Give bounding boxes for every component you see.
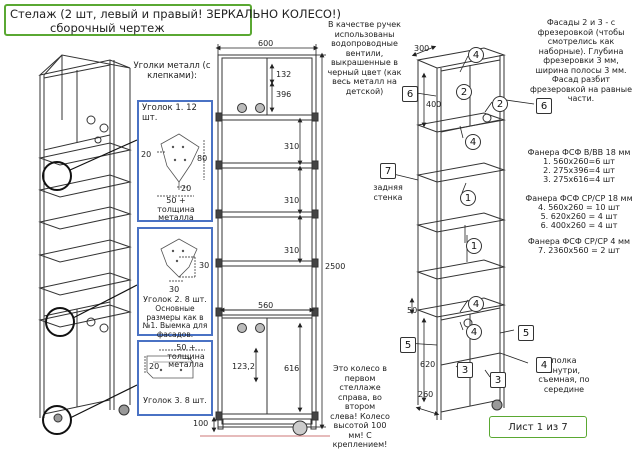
handles-note: В качестве ручек использованы водопровод…	[327, 20, 402, 96]
left-iso-shelf	[38, 54, 132, 418]
dim-560: 560	[258, 301, 274, 310]
detail-box-2: 30 30 Уголок 2. 8 шт. Основные размеры к…	[137, 227, 213, 339]
mat-g3-title: Фанера ФСФ СР/СР 4 мм	[527, 237, 631, 246]
detail-box-1: Уголок 1. 12 шт. 20 80 20 50 + толщина м…	[137, 100, 213, 222]
d2-dim-30b: 30	[169, 285, 180, 294]
detail-circle-2	[45, 307, 75, 337]
front-wheel	[292, 420, 308, 436]
materials-group-1: Фанера ФСФ В/ВВ 18 мм 1. 560x260=6 шт 2.…	[520, 148, 638, 184]
detail-leaders	[69, 139, 138, 419]
callout-leaders	[384, 55, 535, 378]
front-elevation	[215, 54, 319, 430]
d1-dim-50: 50 + толщина металла	[149, 196, 203, 223]
callout-12: 5	[400, 337, 416, 353]
wheel-note: Это колесо в первом стеллаже справа, во …	[330, 364, 390, 449]
d1-dim-20a: 20	[141, 150, 152, 159]
dim-600: 600	[258, 39, 274, 48]
dim-132: 132	[276, 70, 292, 79]
detail-circle-3	[42, 405, 72, 435]
detail-1-title: Уголок 1. 12 шт.	[142, 103, 197, 123]
d1-dim-80: 80	[197, 154, 208, 163]
front-dim-lines	[211, 44, 326, 433]
dim-310b: 310	[284, 196, 300, 205]
dim-2500: 2500	[325, 262, 346, 271]
facades-note: Фасады 2 и 3 - с фрезеровкой (чтобы смот…	[529, 18, 632, 103]
callout-1: 4	[468, 47, 484, 63]
back-wall-note: задняя стенка	[373, 183, 403, 202]
mat-g2-item-2: 5. 620x260 = 4 шт	[540, 212, 618, 221]
d1-dim-thickness: толщина	[157, 204, 195, 214]
detail-circle-1	[42, 161, 72, 191]
mat-g3-item-1: 7. 2360x560 = 2 шт	[538, 246, 620, 255]
mat-g2-item-1: 4. 560x260 = 10 шт	[538, 203, 620, 212]
title-line2: сборочный чертеж	[50, 21, 165, 35]
callout-8: 1	[460, 190, 476, 206]
left-wheel	[53, 404, 130, 423]
mat-g2-item-3: 6. 400x260 = 4 шт	[540, 221, 618, 230]
d1-dim-50-text: 50 +	[166, 196, 186, 205]
callout-7: 7	[380, 163, 396, 179]
bracket-2-drawing	[160, 238, 198, 282]
dim-310a: 310	[284, 142, 300, 151]
detail-2-title: Уголок 2. 8 шт.	[143, 295, 207, 304]
dim-iso-260: 260	[418, 390, 434, 399]
dim-iso-620: 620	[420, 360, 436, 369]
callout-10: 4	[468, 296, 484, 312]
dim-616: 616	[284, 364, 300, 373]
mat-g1-item-1: 1. 560x260=6 шт	[543, 157, 615, 166]
callout-6: 4	[465, 134, 481, 150]
detail-2-text: Основные размеры как в №1. Выемка для фа…	[142, 304, 208, 339]
corners-note: Уголки металл (с клепками):	[133, 61, 211, 81]
title-box: Стелаж (2 шт, левый и правый! ЗЕРКАЛЬНО …	[4, 4, 342, 36]
callout-9: 1	[466, 238, 482, 254]
d3-dim-thickness: толщина	[167, 351, 205, 361]
callout-5: 6	[536, 98, 552, 114]
d3-dim-50-text: 50 +	[176, 343, 196, 352]
right-dim-lines	[409, 45, 440, 416]
materials-group-2: Фанера ФСФ СР/СР 18 мм 4. 560x260 = 10 ш…	[520, 194, 638, 230]
mat-g1-item-2: 2. 275x396=4 шт	[543, 166, 615, 175]
mat-g2-title: Фанера ФСФ СР/СР 18 мм	[525, 194, 633, 203]
callout-13: 5	[518, 325, 534, 341]
callout-16: 4	[536, 357, 552, 373]
detail-box-3: 50 + толщина металла 20 Уголок 3. 8 шт.	[137, 340, 213, 416]
right-wheel	[491, 399, 503, 411]
dim-iso-300: 300	[414, 44, 430, 53]
dim-123-2: 123,2	[232, 362, 255, 371]
detail-3-title: Уголок 3. 8 шт.	[143, 396, 207, 405]
materials-group-3: Фанера ФСФ СР/СР 4 мм 7. 2360x560 = 2 шт	[520, 237, 638, 255]
shelf-inside-note: полка внутри, съемная, по середине	[538, 356, 590, 394]
dim-100: 100	[193, 419, 209, 428]
callout-4: 6	[402, 86, 418, 102]
dim-396: 396	[276, 90, 292, 99]
d1-dim-metal: металла	[158, 213, 194, 222]
mat-g1-title: Фанера ФСФ В/ВВ 18 мм	[527, 148, 631, 157]
callout-3: 2	[492, 96, 508, 112]
callout-11: 4	[466, 324, 482, 340]
dim-310c: 310	[284, 246, 300, 255]
sheet-label: Лист 1 из 7	[489, 416, 587, 438]
title-line1: Стелаж (2 шт, левый и правый! ЗЕРКАЛЬНО …	[10, 7, 342, 21]
bracket-3-drawing	[144, 349, 205, 379]
callout-2: 2	[456, 84, 472, 100]
d3-dim-50: 50 + толщина металла	[163, 343, 209, 370]
d2-dim-30a: 30	[199, 261, 210, 270]
callout-15: 3	[490, 372, 506, 388]
mat-g1-item-3: 3. 275x616=4 шт	[543, 175, 615, 184]
d3-dim-metal: металла	[168, 360, 204, 369]
callout-14: 3	[457, 362, 473, 378]
dim-iso-400: 400	[426, 100, 442, 109]
dim-iso-50: 50	[407, 306, 418, 315]
right-iso-shelf	[416, 47, 506, 420]
d3-dim-20: 20	[149, 362, 160, 371]
d1-dim-20b: 20	[181, 184, 192, 193]
bracket-1-drawing	[157, 133, 205, 197]
